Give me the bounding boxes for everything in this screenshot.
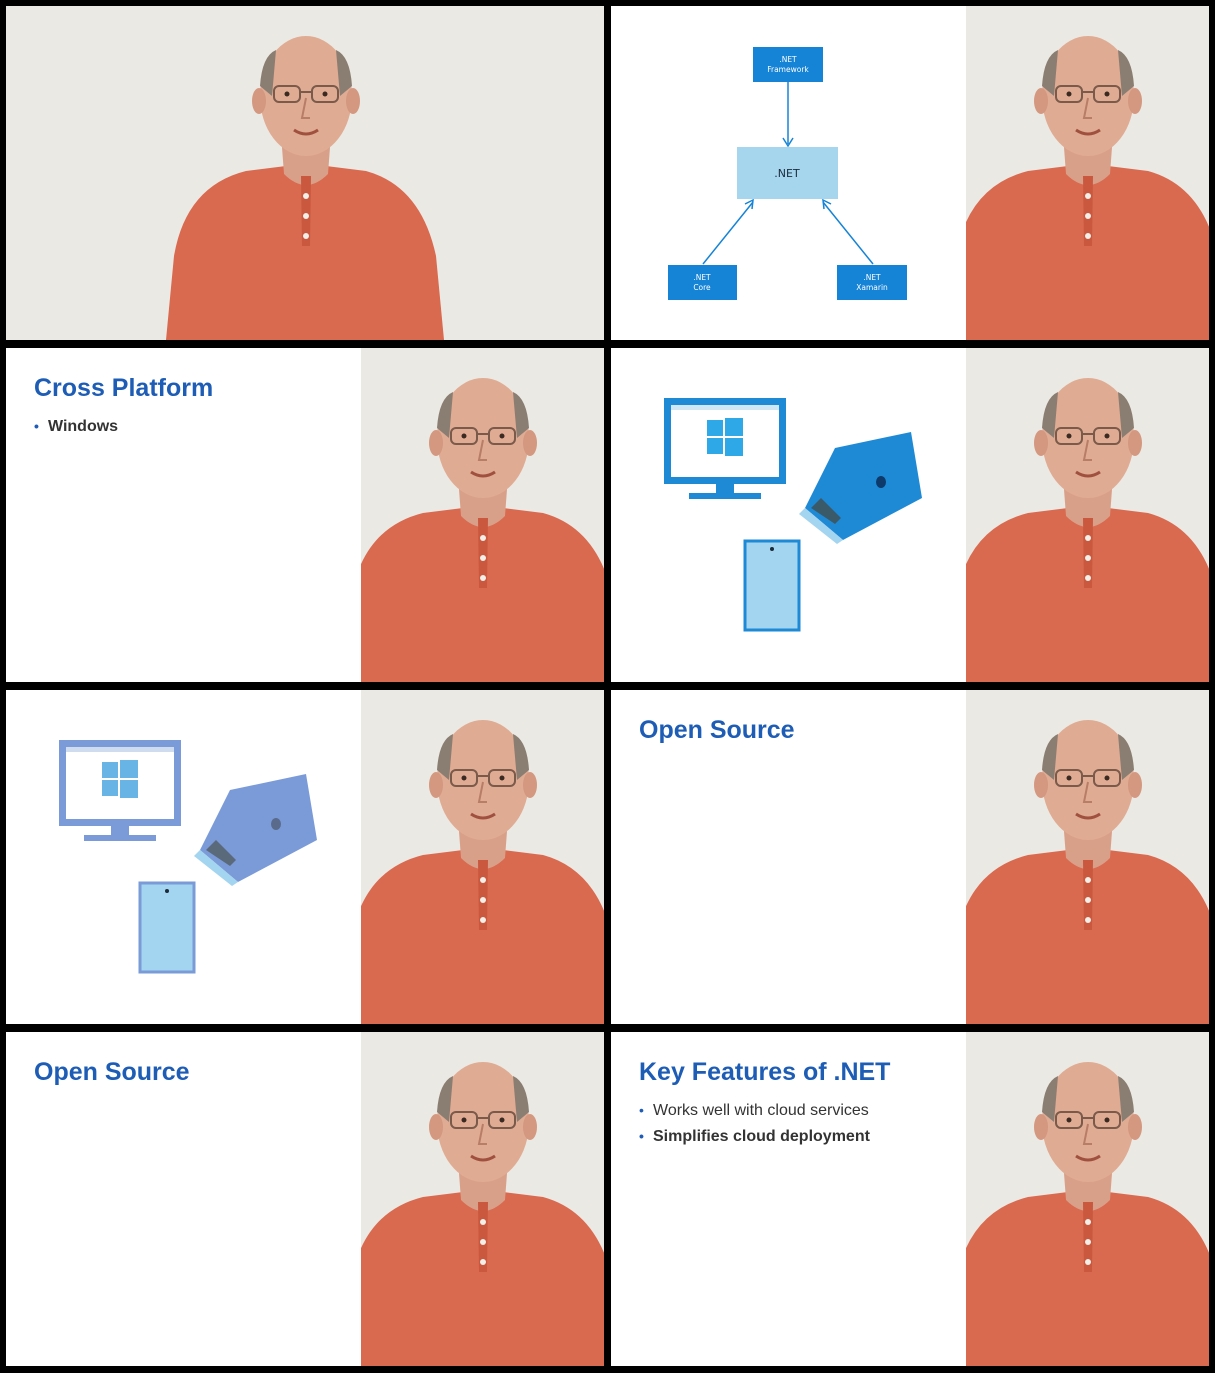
slide-title: Cross Platform: [34, 374, 214, 402]
frame-3-cross-platform: Cross Platform Windows: [6, 348, 604, 682]
bullet-list: Works well with cloud services Simplifie…: [639, 1102, 870, 1154]
node-net-framework: .NET Framework: [753, 47, 823, 82]
presenter: [966, 376, 1209, 682]
devices-illustration: [664, 398, 922, 632]
node-net-framework-line2: Framework: [767, 65, 809, 74]
bullet-item: Windows: [34, 418, 118, 436]
presenter-panel: [966, 348, 1209, 682]
slide-title: Open Source: [34, 1058, 190, 1086]
presenter: [966, 34, 1209, 340]
presenter-panel: [966, 1032, 1209, 1366]
presenter-panel: [966, 690, 1209, 1024]
phone-icon: [743, 539, 801, 632]
connector-right: [822, 201, 874, 265]
presenter-panel: [361, 348, 604, 682]
phone-icon: [138, 881, 196, 974]
net-diagram: .NET Framework .NET .NET Core .NET Xamar…: [668, 47, 907, 300]
slide-title: Open Source: [639, 716, 795, 744]
node-net-xamarin-line1: .NET: [863, 273, 881, 282]
windows-monitor-icon: [59, 740, 181, 841]
frame-7-open-source: Open Source: [6, 1032, 604, 1366]
apple-laptop-icon: [799, 432, 922, 544]
frame-8-key-features: Key Features of .NET Works well with clo…: [611, 1032, 1209, 1366]
presenter-panel: [361, 1032, 604, 1366]
node-net-xamarin-line2: Xamarin: [856, 283, 888, 292]
node-net-core-line1: .NET: [693, 273, 711, 282]
bullet-item: Works well with cloud services: [639, 1102, 870, 1120]
frame-1-presenter: [6, 6, 604, 340]
frame-2-net-diagram: .NET Framework .NET .NET Core .NET Xamar…: [611, 6, 1209, 340]
node-net-center-label: .NET: [774, 167, 800, 180]
presenter-panel: [361, 690, 604, 1024]
apple-laptop-icon: [194, 774, 317, 886]
slide-title: Key Features of .NET: [639, 1058, 891, 1086]
presenter: [966, 1060, 1209, 1366]
windows-monitor-icon: [664, 398, 786, 499]
bullet-list: Windows: [34, 418, 118, 444]
connector-left: [702, 201, 754, 265]
arrow-head-top: [782, 137, 794, 148]
node-net-framework-line1: .NET: [779, 55, 797, 64]
frame-5-devices-muted: [6, 690, 604, 1024]
node-net-xamarin: .NET Xamarin: [837, 265, 907, 300]
presenter: [966, 718, 1209, 1024]
node-net-core-line2: Core: [693, 283, 711, 292]
presenter: [361, 376, 604, 682]
presenter: [361, 718, 604, 1024]
node-net-core: .NET Core: [668, 265, 737, 300]
arrow-head-left: [744, 198, 754, 210]
devices-illustration: [59, 740, 317, 974]
presenter: [164, 34, 446, 340]
presenter: [361, 1060, 604, 1366]
bullet-item: Simplifies cloud deployment: [639, 1128, 870, 1146]
presenter-panel: [966, 6, 1209, 340]
node-net-center: .NET: [737, 147, 838, 199]
arrow-head-right: [822, 198, 832, 210]
frame-4-devices: [611, 348, 1209, 682]
frame-6-open-source: Open Source: [611, 690, 1209, 1024]
